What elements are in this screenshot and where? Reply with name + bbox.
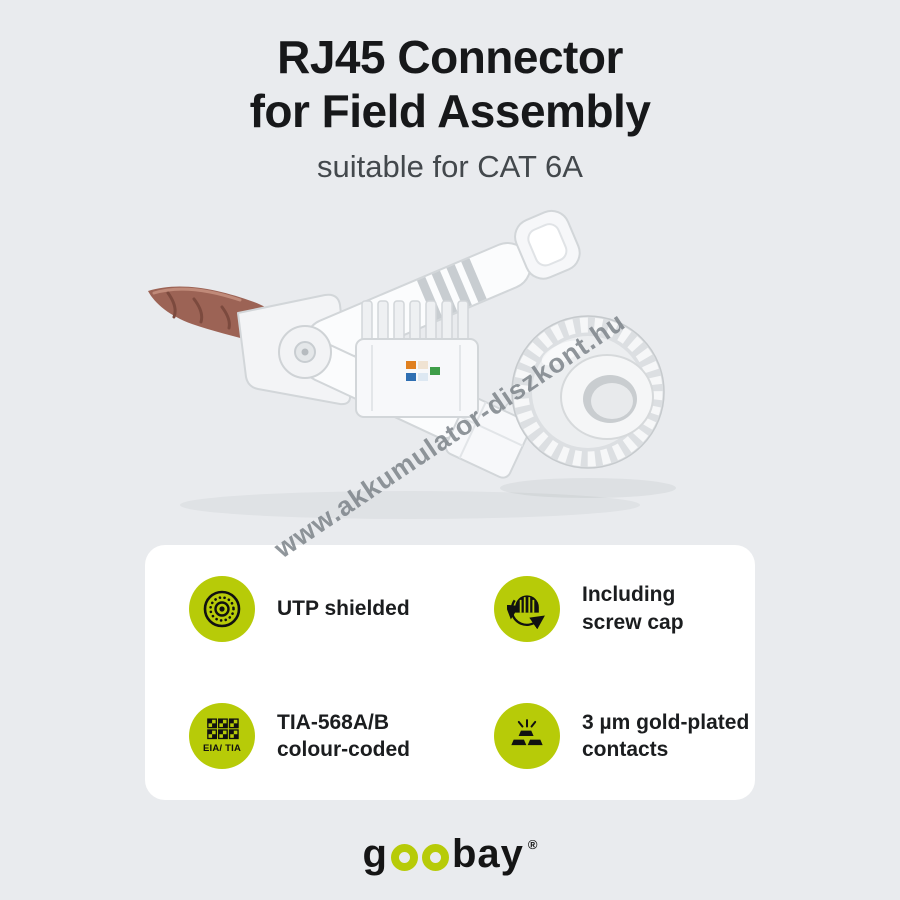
feature-label-line1: 3 µm gold-plated (582, 710, 750, 734)
feature-label-line2: contacts (582, 738, 669, 762)
logo-o-circle-2 (421, 843, 449, 871)
gold-bars-icon (509, 718, 545, 746)
logo-o-circle-1 (390, 843, 418, 871)
logo-letters-bay: bay (451, 832, 524, 876)
product-photo (110, 205, 790, 550)
features-card: UTP shielded Includ (145, 545, 755, 800)
feature-label: 3 µm gold-plated contacts (582, 709, 749, 764)
feature-label-line1: UTP shielded (277, 597, 410, 621)
feature-label: UTP shielded (277, 595, 410, 622)
registered-trademark-symbol: ® (527, 836, 538, 852)
utp-shielded-icon (189, 575, 255, 642)
feature-label: Including screw cap (582, 581, 684, 636)
connector-illustration (148, 209, 676, 519)
product-title-line1: RJ45 Connector (277, 31, 623, 83)
gold-contacts-icon (494, 703, 560, 770)
feature-label-line2: screw cap (582, 610, 684, 634)
feature-label-line1: Including (582, 583, 676, 607)
tia-colour-code-icon: EIA/ TIA (189, 703, 255, 770)
product-subtitle: suitable for CAT 6A (317, 148, 583, 184)
rotating-cap-icon (507, 595, 545, 629)
feature-label-line1: TIA-568A/B (277, 710, 390, 734)
feature-screw-cap: Including screw cap (450, 545, 755, 673)
product-title-line2: for Field Assembly (249, 85, 651, 138)
colour-code-grid-icon (207, 718, 239, 740)
feature-label-line2: colour-coded (277, 738, 411, 762)
logo-letter-g: g (362, 832, 388, 876)
screw-cap-icon (494, 575, 560, 642)
screw-cap-part (511, 315, 665, 469)
feature-label: TIA-568A/B colour-coded (277, 709, 410, 764)
eia-tia-caption: EIA/ TIA (202, 743, 242, 755)
goobay-logo: g bay ® (0, 834, 900, 874)
feature-gold-contacts: 3 µm gold-plated contacts (450, 673, 755, 801)
feature-colour-coded: EIA/ TIA TIA-568A/B colour-coded (145, 673, 450, 801)
cable-cross-section-icon (203, 590, 241, 628)
hinge (278, 325, 332, 379)
header: RJ45 Connector for Field Assembly suitab… (0, 30, 900, 185)
feature-utp-shielded: UTP shielded (145, 545, 450, 673)
wire-guide-block (355, 300, 479, 418)
